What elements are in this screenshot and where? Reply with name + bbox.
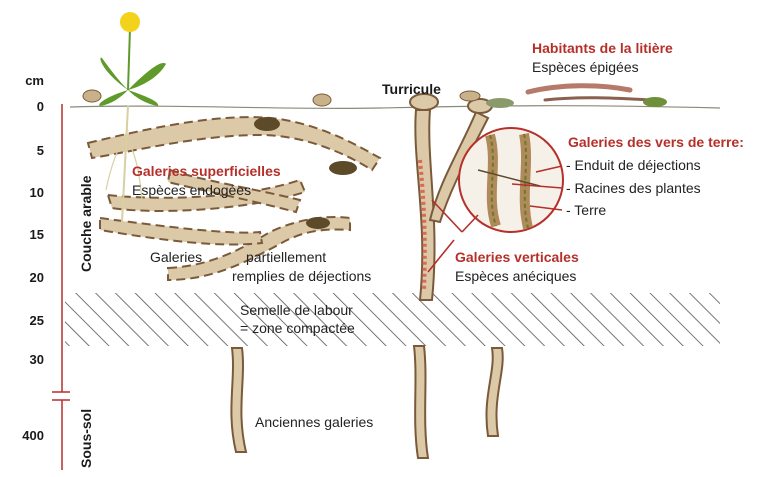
burrow-magnifier [459, 128, 563, 232]
depth-tick-15: 15 [14, 227, 44, 242]
casting-blob [306, 217, 330, 229]
litter-worms [83, 86, 667, 108]
burrow-item-castings: - Enduit de déjections [566, 157, 701, 173]
surface-burrows [88, 117, 380, 280]
burrow-item-soil: - Terre [566, 202, 606, 218]
partial-burrows-label-2: partiellement [246, 249, 326, 265]
subsoil-layer-label: Sous-sol [78, 409, 94, 468]
plow-pan-label-2: = zone compactée [240, 320, 355, 336]
burrows-detail-title: Galeries des vers de terre: [568, 134, 744, 150]
casting-blob [254, 117, 280, 131]
topsoil-layer-label: Couche arable [78, 176, 94, 272]
turricule-label: Turricule [382, 81, 441, 97]
depth-tick-0: 0 [14, 99, 44, 114]
depth-tick-400: 400 [14, 428, 44, 443]
old-burrows-label: Anciennes galeries [255, 414, 373, 430]
partial-burrows-label-1: Galeries [150, 249, 202, 265]
burrow-item-roots: - Racines des plantes [566, 180, 701, 196]
vertical-burrows-species: Espèces anéciques [455, 268, 576, 284]
surface-burrows-species: Espèces endogées [132, 182, 251, 198]
depth-scale-axis [52, 104, 70, 470]
plow-pan-label-1: Semelle de labour [240, 302, 353, 318]
surface-burrows-title: Galeries superficielles [132, 163, 281, 179]
depth-tick-25: 25 [14, 313, 44, 328]
partial-burrows-label-3: remplies de déjections [232, 268, 371, 284]
plow-pan-hatch [65, 293, 720, 346]
depth-tick-20: 20 [14, 270, 44, 285]
litter-title: Habitants de la litière [532, 40, 673, 56]
litter-species: Espèces épigées [532, 59, 639, 75]
ground-surface-line [70, 106, 720, 109]
casting-blob [329, 161, 357, 175]
depth-unit-label: cm [14, 73, 44, 88]
vertical-burrows-title: Galeries verticales [455, 249, 579, 265]
old-burrows [231, 346, 502, 458]
depth-tick-10: 10 [14, 185, 44, 200]
depth-tick-5: 5 [14, 143, 44, 158]
depth-tick-30: 30 [14, 352, 44, 367]
